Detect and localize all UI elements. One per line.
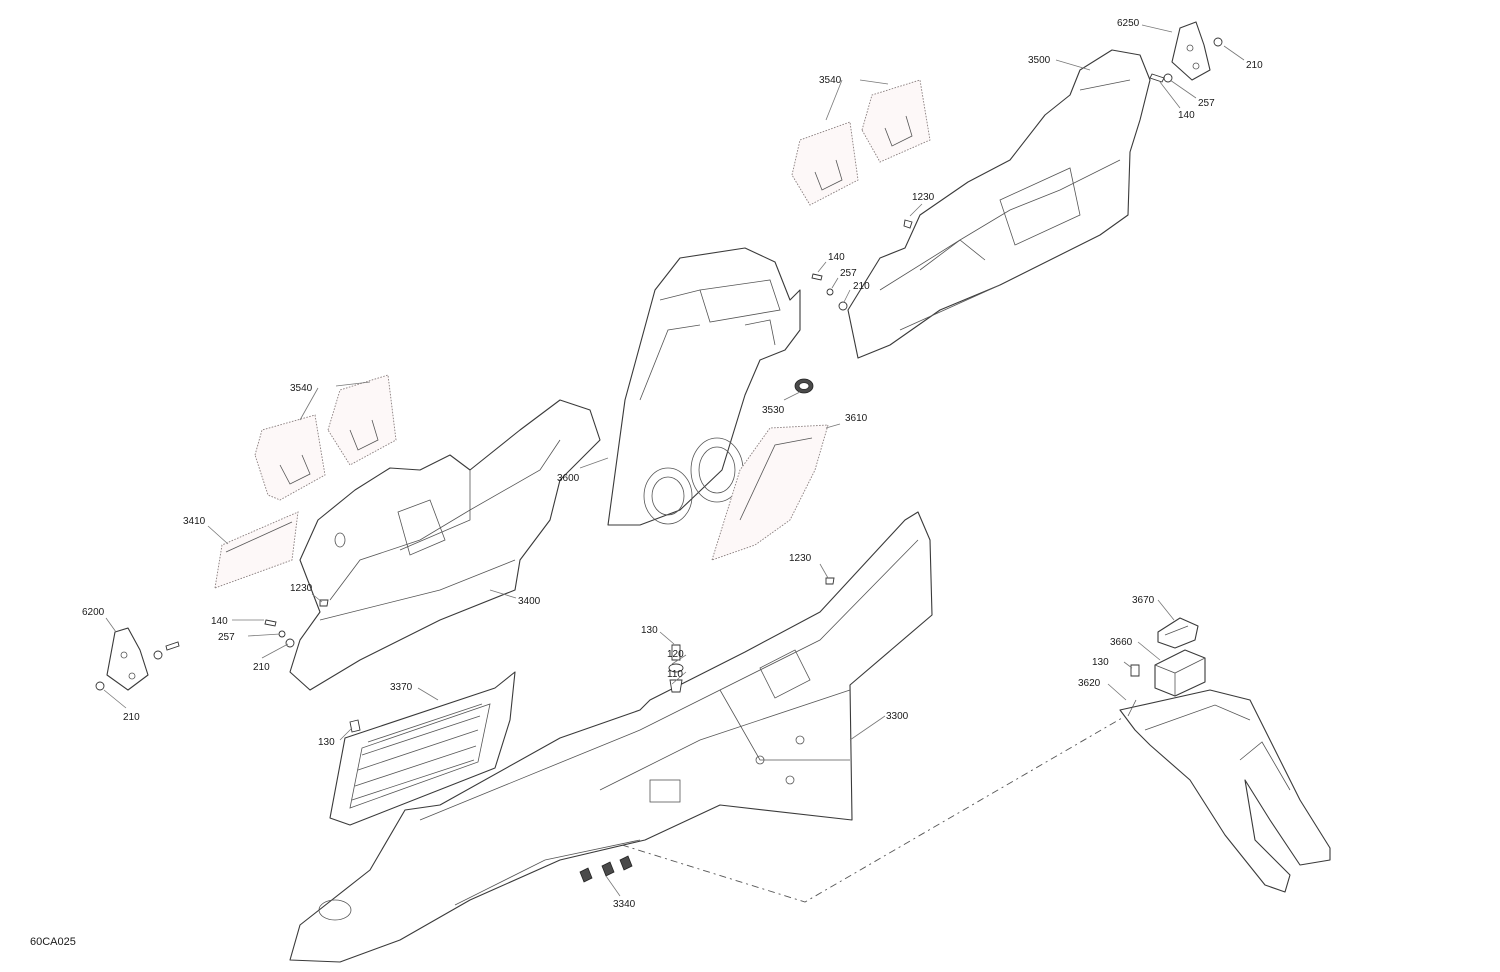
callout-257: 257 [218, 632, 235, 643]
callout-6200: 6200 [82, 607, 105, 618]
callout-3370: 3370 [390, 682, 413, 693]
diagram-code: 60CA025 [30, 936, 76, 948]
leader-lines [103, 24, 1245, 897]
callout-210: 210 [123, 712, 140, 723]
part-3610 [711, 424, 829, 561]
callout-210: 210 [1246, 60, 1263, 71]
callout-3600: 3600 [557, 473, 580, 484]
callout-3300: 3300 [886, 711, 909, 722]
part-3540-left [254, 374, 397, 501]
callout-3410: 3410 [183, 516, 206, 527]
part-3600 [607, 247, 801, 526]
part-3410 [214, 511, 299, 589]
part-3300 [289, 511, 933, 963]
part-3500 [847, 49, 1151, 359]
callout-6250: 6250 [1117, 18, 1140, 29]
callout-3620: 3620 [1078, 678, 1101, 689]
part-6200 [106, 627, 149, 691]
callout-130: 130 [641, 625, 658, 636]
part-3620 [1119, 689, 1331, 893]
callout-1230: 1230 [912, 192, 935, 203]
part-3530 [794, 378, 814, 394]
callout-3660: 3660 [1110, 637, 1133, 648]
fasteners [95, 37, 1223, 883]
callout-1230: 1230 [290, 583, 313, 594]
part-3670 [1157, 617, 1199, 649]
callout-3400: 3400 [518, 596, 541, 607]
callout-3500: 3500 [1028, 55, 1051, 66]
callout-3670: 3670 [1132, 595, 1155, 606]
part-6250 [1171, 21, 1211, 81]
callout-3340: 3340 [613, 899, 636, 910]
callout-140: 140 [828, 252, 845, 263]
callout-130: 130 [318, 737, 335, 748]
callout-110: 110 [667, 669, 683, 680]
callout-labels: 6250 210 3500 257 140 3540 1230 140 257 … [82, 18, 1263, 910]
alignment-line [621, 717, 1123, 903]
callout-257: 257 [840, 268, 857, 279]
callout-210: 210 [853, 281, 870, 292]
part-3660 [1154, 649, 1206, 697]
callout-130: 130 [1092, 657, 1109, 668]
callout-210: 210 [253, 662, 270, 673]
part-3540-top [791, 79, 931, 206]
callout-140: 140 [1178, 110, 1195, 121]
callout-140: 140 [211, 616, 228, 627]
callout-120: 120 [667, 649, 684, 660]
callout-3540: 3540 [290, 383, 313, 394]
callout-3540: 3540 [819, 75, 842, 86]
callout-257: 257 [1198, 98, 1215, 109]
part-3400 [289, 399, 601, 691]
part-3370 [329, 671, 516, 826]
callout-3610: 3610 [845, 413, 868, 424]
callout-3530: 3530 [762, 405, 785, 416]
callout-1230: 1230 [789, 553, 812, 564]
